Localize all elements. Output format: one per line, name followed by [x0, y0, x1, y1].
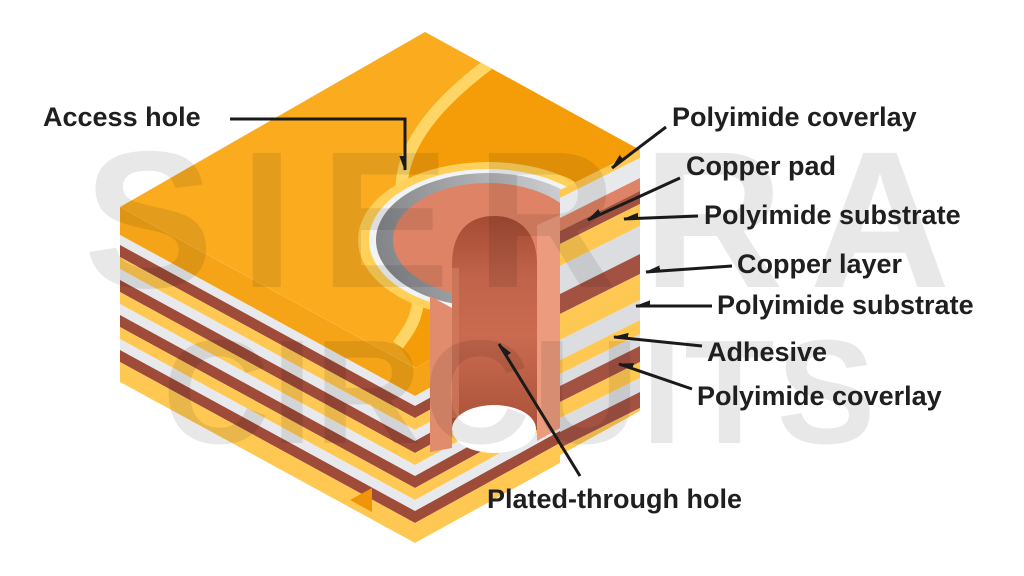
layer-stripe-substrate_white: [120, 269, 415, 441]
leader-access-hole: [230, 117, 407, 170]
layer-stripe-copper: [120, 245, 415, 418]
leader-copper-pad: [588, 176, 681, 222]
layer-stripe-copper: [120, 315, 415, 488]
layer-stripe-coverlay_yellow: [120, 257, 415, 430]
watermark-line1: SIERRA: [84, 111, 977, 329]
label-copper-pad: Copper pad: [686, 151, 836, 181]
barrel-outer-wall-left: [430, 296, 452, 452]
cross-section-cut-face: [560, 150, 640, 455]
hole-bottom-exit: [452, 405, 536, 453]
label-adhesive: Adhesive: [707, 337, 827, 367]
leader-polyimide-coverlay-bottom: [619, 362, 693, 391]
label-plated-through-hole: Plated-through hole: [487, 484, 742, 514]
label-polyimide-coverlay-top: Polyimide coverlay: [672, 102, 917, 132]
label-polyimide-substrate-top: Polyimide substrate: [704, 200, 961, 230]
layer-stripe-coverlay_yellow: [560, 274, 640, 340]
layer-stripe-coverlay_yellow: [415, 443, 560, 543]
layer-stripe-coverlay_yellow: [120, 292, 415, 465]
label-polyimide-coverlay-bottom: Polyimide coverlay: [697, 381, 942, 411]
layer-stripe-pad_salmon: [560, 178, 640, 231]
layer-stripe-substrate_white: [120, 304, 415, 476]
watermark-line2: CIRCUITS: [163, 310, 878, 475]
layer-stripe-coverlay_yellow: [560, 362, 640, 418]
watermark: SIERRA CIRCUITS: [84, 111, 977, 475]
layer-stripe-copper: [120, 280, 415, 453]
layer-stripe-copper: [120, 350, 415, 523]
left-face-layer-stack: [120, 207, 415, 543]
labels: Access hole Polyimide coverlay Copper pa…: [43, 102, 974, 514]
label-copper-layer: Copper layer: [737, 249, 903, 279]
layer-stripe-substrate_gray: [560, 300, 640, 360]
leader-plated-through-hole: [497, 344, 582, 477]
layer-stripe-substrate_white: [120, 235, 415, 406]
layer-stripe-substrate_white: [560, 158, 640, 218]
hole-bore: [452, 216, 537, 430]
layer-stripe-coverlay_yellow: [120, 327, 415, 500]
leader-polyimide-coverlay-top: [611, 125, 667, 170]
layer-stripe-substrate_gray: [560, 334, 640, 386]
leader-lines: [230, 117, 733, 477]
leader-polyimide-substrate-top: [624, 216, 699, 221]
layer-stripe-substrate_gray: [560, 378, 640, 432]
barrel-cut-wall-right: [537, 215, 560, 441]
plated-through-hole-cylinder: [430, 215, 560, 453]
layer-stripe-copper_light: [560, 346, 640, 402]
layer-stripe-copper_light: [560, 254, 640, 314]
layer-stripe-copper: [415, 431, 560, 523]
leader-copper-layer: [646, 266, 733, 274]
layer-stripe-copper_light: [560, 392, 640, 448]
leader-adhesive: [614, 337, 703, 348]
layer-stripe-coverlay_orange: [120, 207, 415, 396]
layer-stripe-substrate_white: [120, 339, 415, 511]
layer-stripe-substrate_gray: [560, 226, 640, 294]
label-access-hole: Access hole: [43, 102, 201, 132]
bore-left-highlight: [452, 268, 459, 418]
bottom-notch: [350, 488, 372, 512]
label-polyimide-substrate-bottom: Polyimide substrate: [717, 290, 974, 320]
layer-stripe-coverlay_yellow: [560, 204, 640, 266]
layer-stripe-coverlay_yellow: [120, 362, 415, 543]
